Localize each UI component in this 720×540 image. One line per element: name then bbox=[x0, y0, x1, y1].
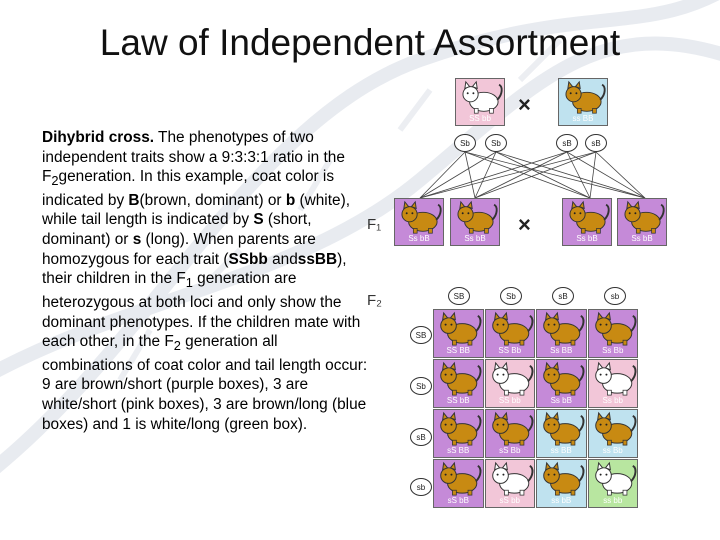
gamete-sb: sB bbox=[585, 134, 607, 152]
f2-top-gamete: sB bbox=[552, 287, 574, 305]
genotype-label: Ss bb bbox=[602, 396, 623, 405]
description-lead: Dihybrid cross. bbox=[42, 129, 155, 146]
genotype-label: Ss bB bbox=[631, 234, 653, 243]
f2-cell: Ss Bb bbox=[587, 309, 638, 358]
genotype-label: ss BB bbox=[550, 446, 572, 455]
f2-side-gamete: Sb bbox=[410, 377, 432, 395]
genotype-label: ss Bb bbox=[602, 446, 623, 455]
cross-symbol-f1: × bbox=[518, 212, 531, 237]
genotype-label: Ss BB bbox=[550, 346, 573, 355]
f2-cell: ss bb bbox=[587, 459, 638, 508]
f2-side-gamete: sB bbox=[410, 428, 432, 446]
f2-cell: SS bB bbox=[433, 359, 484, 408]
f2-cell: SS BB bbox=[433, 309, 484, 358]
f2-cell: sS bB bbox=[433, 459, 484, 508]
f2-side-gamete: SB bbox=[410, 326, 432, 344]
genotype-label: ss bb bbox=[603, 496, 623, 505]
gamete-sb: Sb bbox=[454, 134, 476, 152]
f1-label: F₁ bbox=[367, 216, 382, 233]
f2-cell: SS Bb bbox=[484, 309, 535, 358]
f2-top-gamete: Sb bbox=[500, 287, 522, 305]
gamete-sb: Sb bbox=[485, 134, 507, 152]
cross-symbol: × bbox=[518, 92, 531, 117]
genotype-label: SS bB bbox=[446, 396, 470, 405]
description-text: Dihybrid cross. The phenotypes of two in… bbox=[42, 129, 368, 433]
genotype-label: sS BB bbox=[447, 446, 470, 455]
genotype-label: ss bB bbox=[551, 496, 572, 505]
genotype-label: Ss bB bbox=[464, 234, 486, 243]
f2-label: F₂ bbox=[367, 292, 382, 309]
f2-cell: ss Bb bbox=[587, 409, 638, 458]
f2-cell: sS BB bbox=[433, 409, 484, 458]
f2-cell: Ss bB bbox=[536, 359, 587, 408]
genotype-label: SS Bb bbox=[498, 346, 522, 355]
genotype-label: Ss bB bbox=[576, 234, 598, 243]
f2-cell: sS Bb bbox=[484, 409, 535, 458]
f1-cell: Ss bB bbox=[562, 198, 612, 246]
f2-top-gamete: SB bbox=[448, 287, 470, 305]
parent-cell-white: SS bb bbox=[455, 78, 505, 126]
f1-cell: Ss bB bbox=[450, 198, 500, 246]
genotype-label: sS bB bbox=[447, 496, 469, 505]
genotype-label: sS bb bbox=[499, 496, 520, 505]
genotype-label: SS bb bbox=[469, 114, 491, 123]
parent-cell-brown: ss BB bbox=[558, 78, 608, 126]
f1-cell: Ss bB bbox=[394, 198, 444, 246]
f2-cell: ss BB bbox=[536, 409, 587, 458]
f2-side-gamete: sb bbox=[410, 478, 432, 496]
page-title: Law of Independent Assortment bbox=[99, 22, 621, 63]
gamete-sb: sB bbox=[556, 134, 578, 152]
genotype-label: SS BB bbox=[446, 346, 471, 355]
f2-cell: sS bb bbox=[484, 459, 535, 508]
genotype-label: ss BB bbox=[572, 114, 594, 123]
genotype-label: SS bb bbox=[498, 396, 521, 405]
genotype-label: sS Bb bbox=[499, 446, 521, 455]
f2-cell: Ss BB bbox=[536, 309, 587, 358]
f2-cell: SS bb bbox=[484, 359, 535, 408]
f2-cell: ss bB bbox=[536, 459, 587, 508]
f1-cell: Ss bB bbox=[617, 198, 667, 246]
f2-cell: Ss bb bbox=[587, 359, 638, 408]
genotype-label: Ss bB bbox=[408, 234, 430, 243]
f2-top-gamete: sb bbox=[604, 287, 626, 305]
genotype-label: Ss bB bbox=[550, 396, 572, 405]
genotype-label: Ss Bb bbox=[602, 346, 624, 355]
